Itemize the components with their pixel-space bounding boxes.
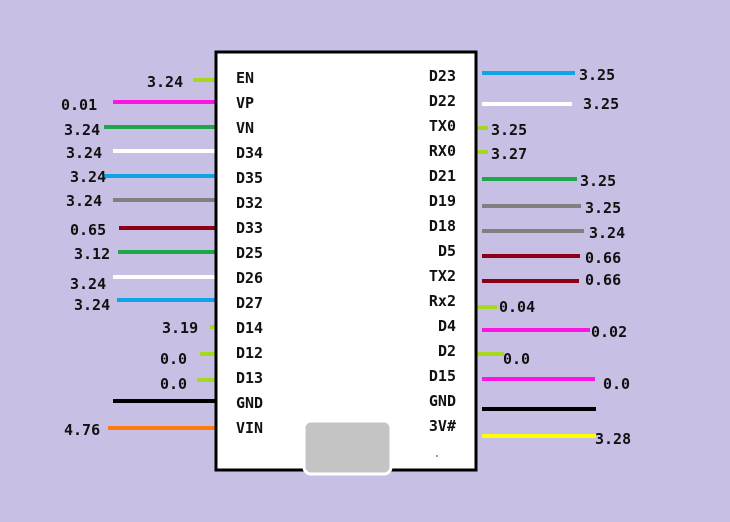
voltage-left-d27: 3.24 (74, 296, 110, 314)
pin-label-right-rx2: Rx2 (429, 292, 456, 310)
pin-label-right-d21: D21 (429, 167, 456, 185)
pin-label-left-vin: VIN (236, 419, 263, 437)
voltage-right-tx0: 3.25 (491, 121, 527, 139)
voltage-left-d13: 0.0 (160, 375, 187, 393)
pin-label-left-d12: D12 (236, 344, 263, 362)
voltage-right-d21: 3.25 (580, 172, 616, 190)
voltage-left-d33: 0.65 (70, 221, 106, 239)
pin-label-left-gnd: GND (236, 394, 263, 412)
voltage-right-d19: 3.25 (585, 199, 621, 217)
pin-label-left-d26: D26 (236, 269, 263, 287)
voltage-left-en: 3.24 (147, 73, 183, 91)
pin-label-right-d22: D22 (429, 92, 456, 110)
pin-label-left-d32: D32 (236, 194, 263, 212)
pin-label-right-d4: D4 (438, 317, 456, 335)
voltage-right-d2: 0.0 (503, 350, 530, 368)
pin-label-right-d15: D15 (429, 367, 456, 385)
voltage-right-d15: 0.0 (603, 375, 630, 393)
voltage-left-d35: 3.24 (70, 168, 106, 186)
voltage-right-tx2: 0.66 (585, 271, 621, 289)
pin-label-left-d14: D14 (236, 319, 263, 337)
usb-port (302, 419, 393, 476)
voltage-left-d25: 3.12 (74, 245, 110, 263)
voltage-left-vp: 0.01 (61, 96, 97, 114)
pin-label-left-d33: D33 (236, 219, 263, 237)
board-dot (436, 455, 438, 457)
pin-label-left-d34: D34 (236, 144, 263, 162)
wire-group (104, 71, 596, 438)
esp32-board (214, 50, 478, 472)
voltage-right-3v-: 3.28 (595, 430, 631, 448)
pin-label-right-d18: D18 (429, 217, 456, 235)
voltage-left-d12: 0.0 (160, 350, 187, 368)
pin-label-left-d13: D13 (236, 369, 263, 387)
pin-label-right-d19: D19 (429, 192, 456, 210)
pin-label-right-tx0: TX0 (429, 117, 456, 135)
pin-label-right-3v-: 3V# (429, 417, 456, 435)
pin-label-left-vp: VP (236, 94, 254, 112)
voltage-left-d26: 3.24 (70, 275, 106, 293)
board-group (214, 50, 478, 476)
pin-label-right-rx0: RX0 (429, 142, 456, 160)
voltage-left-vin: 4.76 (64, 421, 100, 439)
pin-label-right-d23: D23 (429, 67, 456, 85)
label-group: EN3.24VP0.01VN3.24D343.24D353.24D323.24D… (61, 66, 631, 448)
voltage-right-d18: 3.24 (589, 224, 625, 242)
pin-label-right-d2: D2 (438, 342, 456, 360)
voltage-left-vn: 3.24 (64, 121, 100, 139)
pin-label-left-en: EN (236, 69, 254, 87)
pin-label-right-gnd: GND (429, 392, 456, 410)
voltage-left-d14: 3.19 (162, 319, 198, 337)
voltage-right-rx0: 3.27 (491, 145, 527, 163)
voltage-right-d5: 0.66 (585, 249, 621, 267)
voltage-left-d32: 3.24 (66, 192, 102, 210)
voltage-right-d22: 3.25 (583, 95, 619, 113)
pin-label-left-d27: D27 (236, 294, 263, 312)
voltage-left-d34: 3.24 (66, 144, 102, 162)
voltage-right-d4: 0.02 (591, 323, 627, 341)
pin-label-right-tx2: TX2 (429, 267, 456, 285)
pin-label-right-d5: D5 (438, 242, 456, 260)
pin-label-left-d35: D35 (236, 169, 263, 187)
pin-label-left-d25: D25 (236, 244, 263, 262)
pin-label-left-vn: VN (236, 119, 254, 137)
voltage-right-rx2: 0.04 (499, 298, 535, 316)
voltage-right-d23: 3.25 (579, 66, 615, 84)
